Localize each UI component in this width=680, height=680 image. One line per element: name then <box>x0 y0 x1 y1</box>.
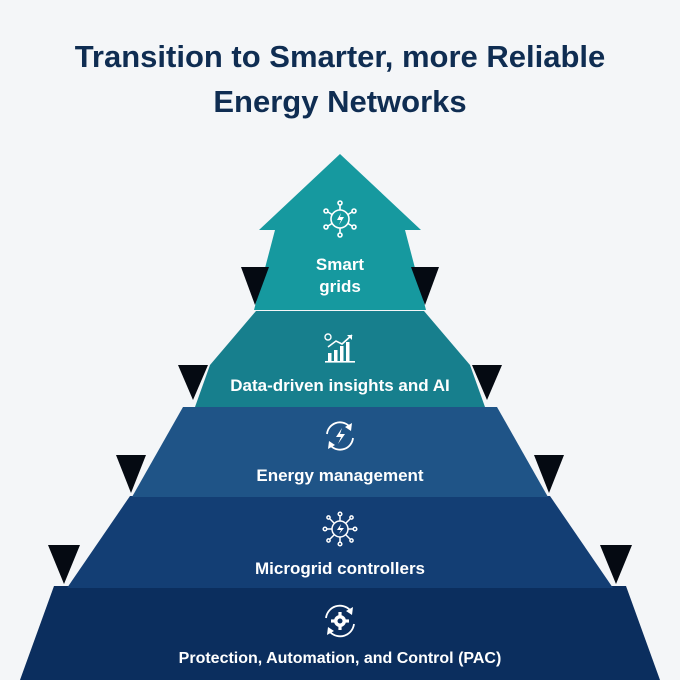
level-5-label: Protection, Automation, and Control (PAC… <box>179 650 502 667</box>
shadow-left-2 <box>178 365 208 400</box>
level-4-label: Microgrid controllers <box>255 559 425 578</box>
shadow-left-4 <box>48 545 80 584</box>
shadow-left-3 <box>116 455 146 493</box>
circuit-bolt-icon <box>322 511 358 547</box>
shadow-right-3 <box>534 455 564 493</box>
page-title: Transition to Smarter, more Reliable Ene… <box>0 34 680 124</box>
shadow-right-4 <box>600 545 632 584</box>
level-2-label: Data-driven insights and AI <box>230 376 449 395</box>
network-bolt-icon <box>323 200 357 238</box>
shadow-left-1 <box>241 267 269 305</box>
shadow-triangles <box>48 267 632 584</box>
shadow-right-2 <box>472 365 502 400</box>
level-1-label-line-1: Smart <box>316 255 365 274</box>
growth-chart-icon <box>324 333 355 363</box>
gear-cycle-icon <box>325 604 355 638</box>
level-1-label-line-2: grids <box>319 277 361 296</box>
title-line-2: Energy Networks <box>213 84 467 119</box>
pyramid-level-energy-management <box>132 407 548 497</box>
pyramid-level-pac <box>20 586 660 680</box>
shadow-right-1 <box>411 267 439 305</box>
level-3-label: Energy management <box>256 466 424 485</box>
cycle-bolt-icon <box>326 421 354 451</box>
title-line-1: Transition to Smarter, more Reliable <box>74 39 606 74</box>
